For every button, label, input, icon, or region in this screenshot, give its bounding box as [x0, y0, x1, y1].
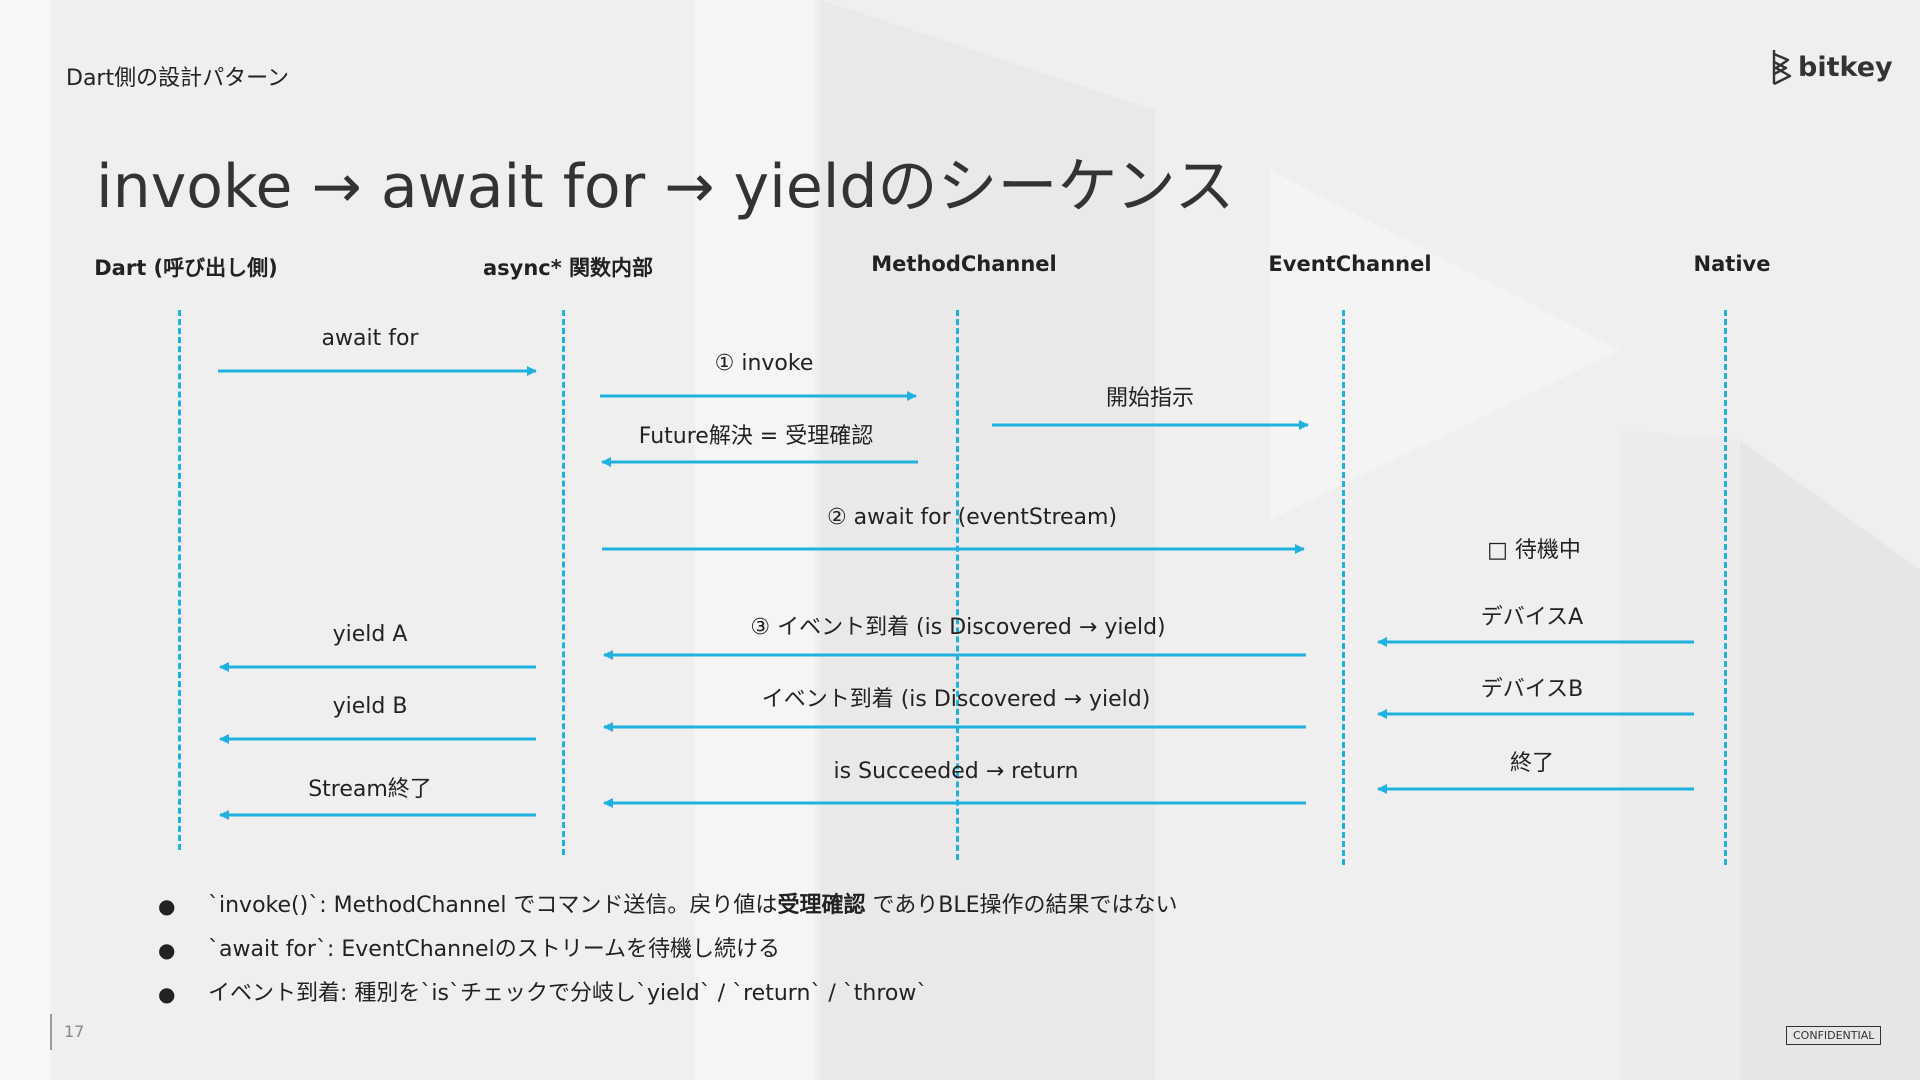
- lifeline-event-channel: [1342, 310, 1345, 865]
- participant-native: Native: [1693, 252, 1771, 276]
- msg-stream-end: Stream終了: [308, 777, 432, 802]
- msg-future-resolved: Future解決 = 受理確認: [638, 424, 874, 449]
- msg-event-arrival-1: ③ イベント到着 (is Discovered → yield): [750, 615, 1166, 640]
- lifeline-async-function: [562, 310, 565, 855]
- bitkey-logo-text: bitkey: [1798, 51, 1893, 83]
- bullet-item: ● `await for`: EventChannelのストリームを待機し続ける: [150, 936, 1177, 980]
- msg-invoke: ① invoke: [714, 351, 814, 376]
- page-number: 17: [64, 1022, 85, 1041]
- left-strip: [0, 0, 50, 1080]
- msg-device-b: デバイスB: [1480, 677, 1584, 702]
- bullet-dot: ●: [158, 938, 176, 962]
- msg-start-instruction: 開始指示: [1105, 386, 1195, 411]
- confidential-badge: CONFIDENTIAL: [1786, 1026, 1882, 1045]
- section-label: Dart側の設計パターン: [66, 66, 289, 91]
- msg-yield-a: yield A: [332, 622, 408, 647]
- bullet-dot: ●: [158, 982, 176, 1006]
- lifeline-dart-caller: [178, 310, 181, 850]
- participant-async-function: async* 関数内部: [482, 256, 654, 280]
- msg-device-a: デバイスA: [1480, 605, 1584, 630]
- msg-await-event-stream: ② await for (eventStream): [826, 505, 1118, 530]
- participant-dart-caller: Dart (呼び出し側): [94, 256, 278, 280]
- bullet-text: `invoke()`: MethodChannel でコマンド送信。戻り値は: [208, 893, 778, 918]
- msg-succeeded-return: is Succeeded → return: [833, 759, 1079, 784]
- bullet-item: ● `invoke()`: MethodChannel でコマンド送信。戻り値は受…: [150, 892, 1177, 936]
- msg-end: 終了: [1509, 751, 1555, 776]
- bitkey-logo: bitkey: [1770, 48, 1893, 86]
- lifeline-native: [1724, 310, 1727, 865]
- bullet-bold-text: 受理確認: [777, 893, 866, 918]
- slide-title: invoke → await for → yieldのシーケンス: [96, 152, 1235, 222]
- bullet-text: `await for`: EventChannelのストリームを待機し続ける: [208, 937, 781, 962]
- bullet-text-tail: でありBLE操作の結果ではない: [865, 893, 1178, 918]
- bullet-item: ● イベント到着: 種別を`is`チェックで分岐し`yield` / `retur…: [150, 980, 1177, 1024]
- bullet-dot: ●: [158, 894, 176, 918]
- msg-yield-b: yield B: [332, 694, 408, 719]
- bitkey-logo-icon: [1772, 50, 1792, 86]
- msg-event-arrival-2: イベント到着 (is Discovered → yield): [761, 687, 1151, 712]
- bullet-list: ● `invoke()`: MethodChannel でコマンド送信。戻り値は受…: [150, 892, 1177, 1024]
- lifeline-method-channel: [956, 310, 959, 860]
- page-divider: [50, 1014, 52, 1050]
- participant-method-channel: MethodChannel: [871, 252, 1057, 276]
- participant-event-channel: EventChannel: [1268, 252, 1432, 276]
- bullet-text: イベント到着: 種別を`is`チェックで分岐し`yield` / `return…: [208, 981, 928, 1006]
- msg-waiting: □ 待機中: [1487, 538, 1581, 563]
- msg-await-for: await for: [321, 326, 419, 351]
